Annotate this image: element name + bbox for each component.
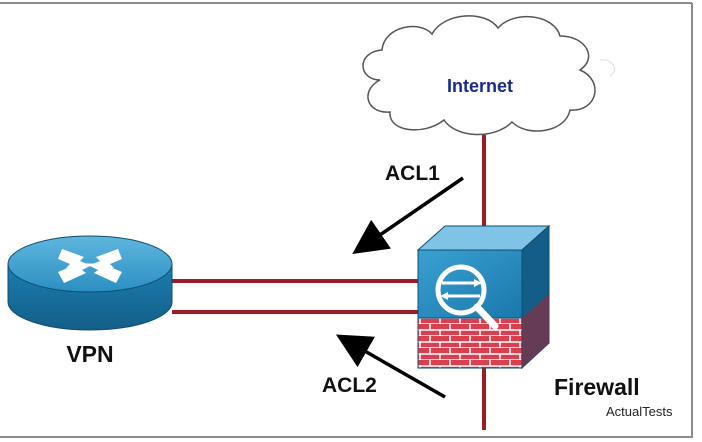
acl1-arrow xyxy=(352,176,464,254)
acl2-label: ACL2 xyxy=(322,374,377,397)
cloud-label: Internet xyxy=(447,76,513,96)
link-lines xyxy=(172,135,486,430)
router-icon xyxy=(7,235,173,331)
acl1-label: ACL1 xyxy=(385,162,440,185)
firewall-label: Firewall xyxy=(554,374,640,400)
router-label: VPN xyxy=(66,341,113,367)
acl2-arrow xyxy=(335,334,446,399)
watermark-text: ActualTests xyxy=(606,404,673,419)
cloud-icon xyxy=(362,15,615,136)
firewall-icon xyxy=(416,224,551,370)
